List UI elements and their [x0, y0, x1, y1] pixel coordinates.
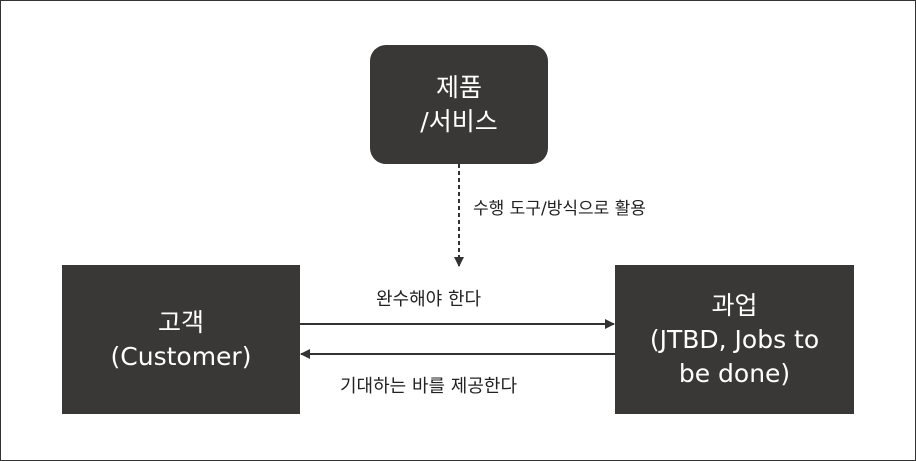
product-service-box: 제품 /서비스 — [370, 45, 548, 164]
jobs-label-line1: 과업 — [711, 290, 758, 320]
product-label-line2: /서비스 — [420, 106, 498, 136]
customer-label-line1: 고객 — [157, 307, 204, 337]
jobs-label-line3: be done) — [678, 358, 791, 388]
edge-label-jobs-to-customer: 기대하는 바를 제공한다 — [340, 376, 518, 397]
customer-label-line2: (Customer) — [110, 341, 252, 371]
customer-box: 고객 (Customer) — [62, 265, 300, 414]
edge-label-product-to-jobs: 수행 도구/방식으로 활용 — [473, 199, 646, 219]
edge-label-customer-to-jobs: 완수해야 한다 — [376, 289, 482, 310]
product-label-line1: 제품 — [435, 72, 482, 102]
jobs-box: 과업 (JTBD, Jobs to be done) — [615, 265, 854, 414]
jobs-label-line2: (JTBD, Jobs to — [649, 324, 820, 354]
